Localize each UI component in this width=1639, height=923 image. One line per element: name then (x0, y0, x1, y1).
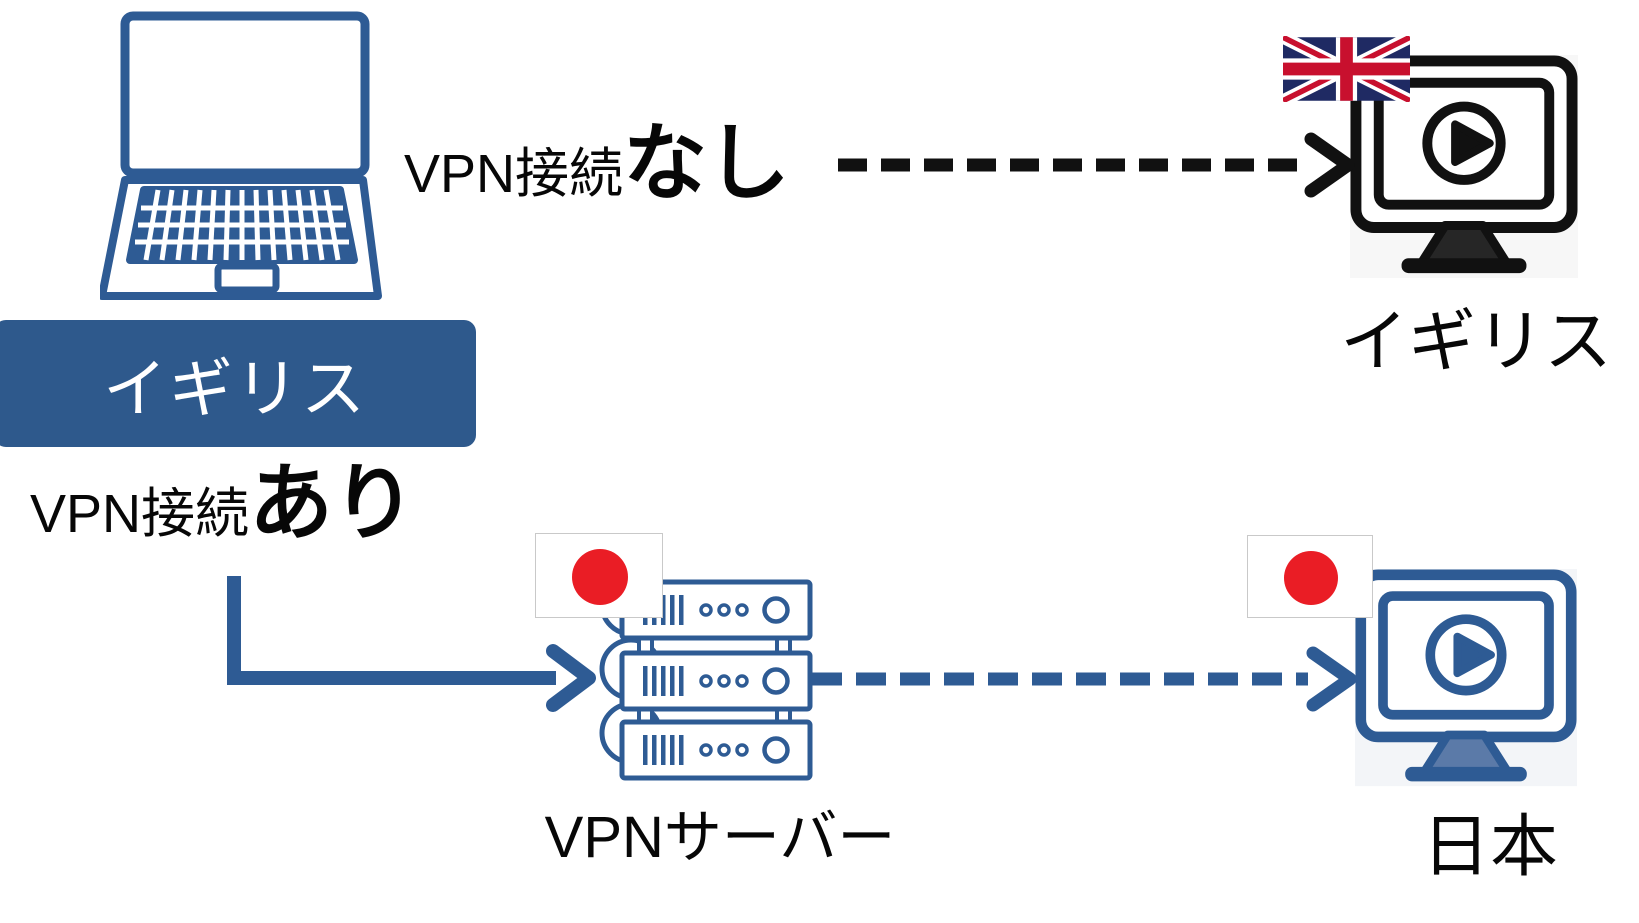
play-monitor-icon (1350, 55, 1578, 279)
with-vpn-prefix: VPN接続 (30, 484, 250, 544)
no-vpn-prefix: VPN接続 (404, 144, 624, 204)
no-vpn-dashed-arrow (838, 132, 1355, 198)
japan-flag-icon (1247, 535, 1373, 618)
no-vpn-label: VPN接続なし (404, 96, 790, 217)
with-vpn-label: VPN接続あり (30, 436, 416, 557)
with-vpn-emphasis: あり (249, 456, 416, 550)
japan-flag-icon (535, 533, 663, 618)
laptop-icon (100, 11, 382, 300)
no-vpn-emphasis: なし (623, 116, 790, 210)
vpn-server-label: VPNサーバー (544, 805, 896, 870)
server-to-japan-dashed-arrow (812, 646, 1357, 712)
japan-site-label: 日本 (1421, 809, 1558, 885)
uk-flag-icon (1283, 36, 1410, 102)
client-country-label: イギリス (103, 352, 367, 425)
client-country-box: イギリス (0, 320, 476, 447)
play-monitor-icon (1355, 569, 1577, 787)
uk-site-label: イギリス (1340, 304, 1613, 380)
